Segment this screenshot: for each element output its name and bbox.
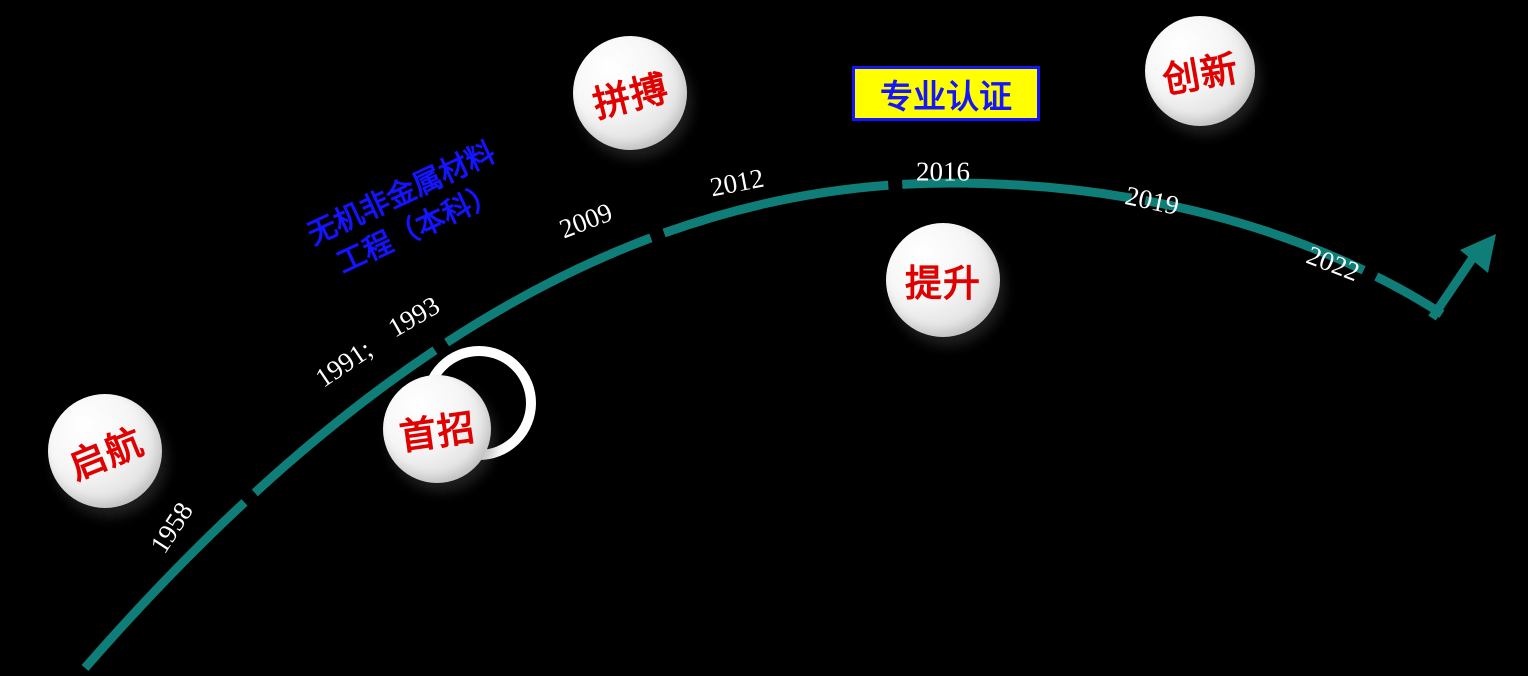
milestone-circle-qihang: 启航 [48, 394, 162, 508]
milestone-label-qihang: 启航 [63, 421, 150, 488]
milestone-label-tisheng: 提升 [905, 263, 981, 304]
milestone-label-shouzhao: 首招 [397, 406, 478, 459]
milestone-circle-tisheng: 提升 [886, 223, 1000, 337]
arrow-tail [1428, 253, 1478, 321]
milestone-circle-pinbo: 拼搏 [573, 36, 687, 150]
timeline-arc [81, 178, 1445, 671]
arrow-head-icon [1460, 234, 1496, 273]
milestone-label-chuangxin: 创新 [1159, 47, 1242, 102]
year-label-2016: 2016 [916, 156, 970, 187]
certification-badge: 专业认证 [852, 66, 1040, 121]
certification-badge-label: 专业认证 [880, 77, 1012, 115]
milestone-circle-shouzhao: 首招 [383, 375, 491, 483]
milestone-label-pinbo: 拼搏 [589, 67, 673, 126]
milestone-circle-chuangxin: 创新 [1145, 16, 1255, 126]
